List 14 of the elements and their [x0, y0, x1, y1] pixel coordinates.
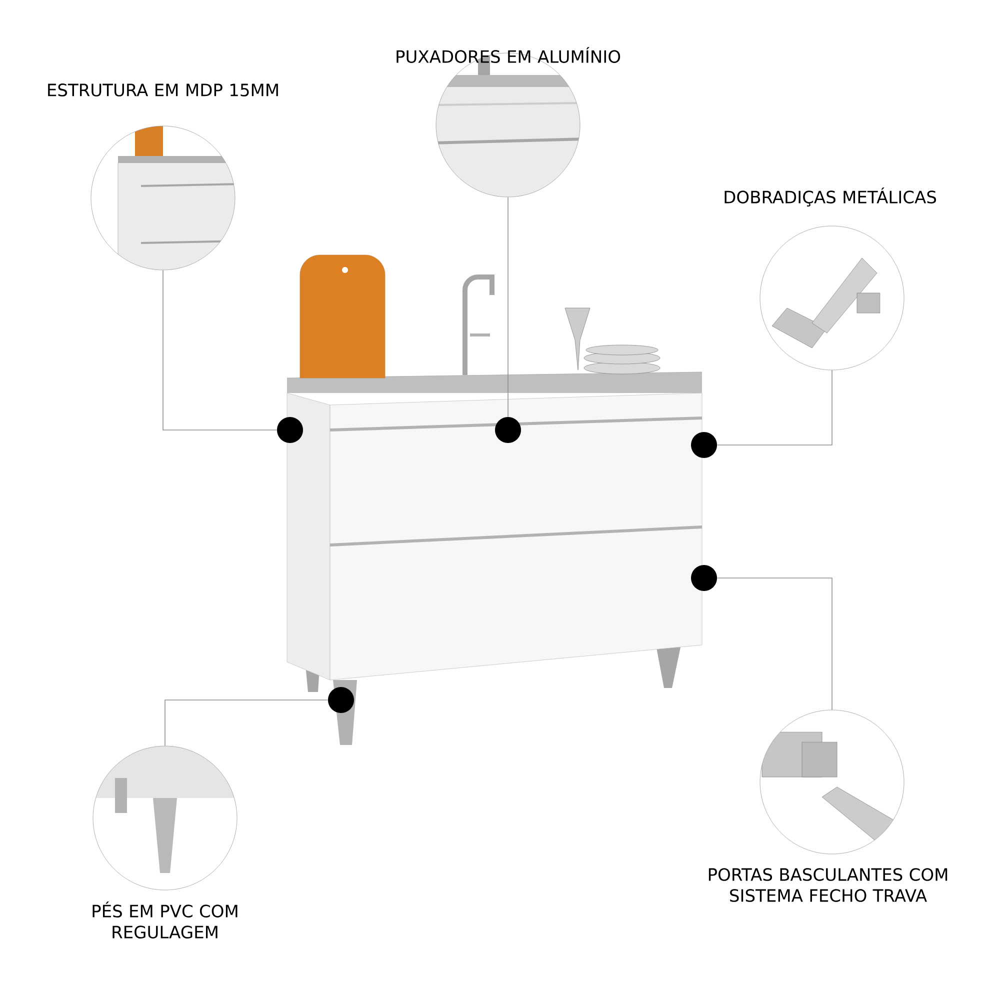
feature-label: DOBRADIÇAS METÁLICAS: [724, 187, 936, 207]
marker-dot: [691, 565, 718, 591]
feature-label: PORTAS BASCULANTES COM SISTEMA FECHO TRAVA: [708, 868, 948, 902]
leader-line: [716, 370, 832, 446]
leader-line: [162, 270, 278, 430]
feature-label: PÉS EM PVC COM REGULAGEM: [92, 902, 238, 938]
marker-dot: [691, 432, 718, 458]
feature-label: PUXADORES EM ALUMÍNIO: [396, 47, 620, 63]
marker-dot: [328, 687, 354, 713]
feature-label: ESTRUTURA EM MDP 15MM: [48, 84, 278, 96]
leader-line: [716, 578, 832, 710]
marker-dot: [495, 417, 521, 443]
marker-dot: [277, 417, 303, 443]
leader-line: [164, 700, 328, 746]
